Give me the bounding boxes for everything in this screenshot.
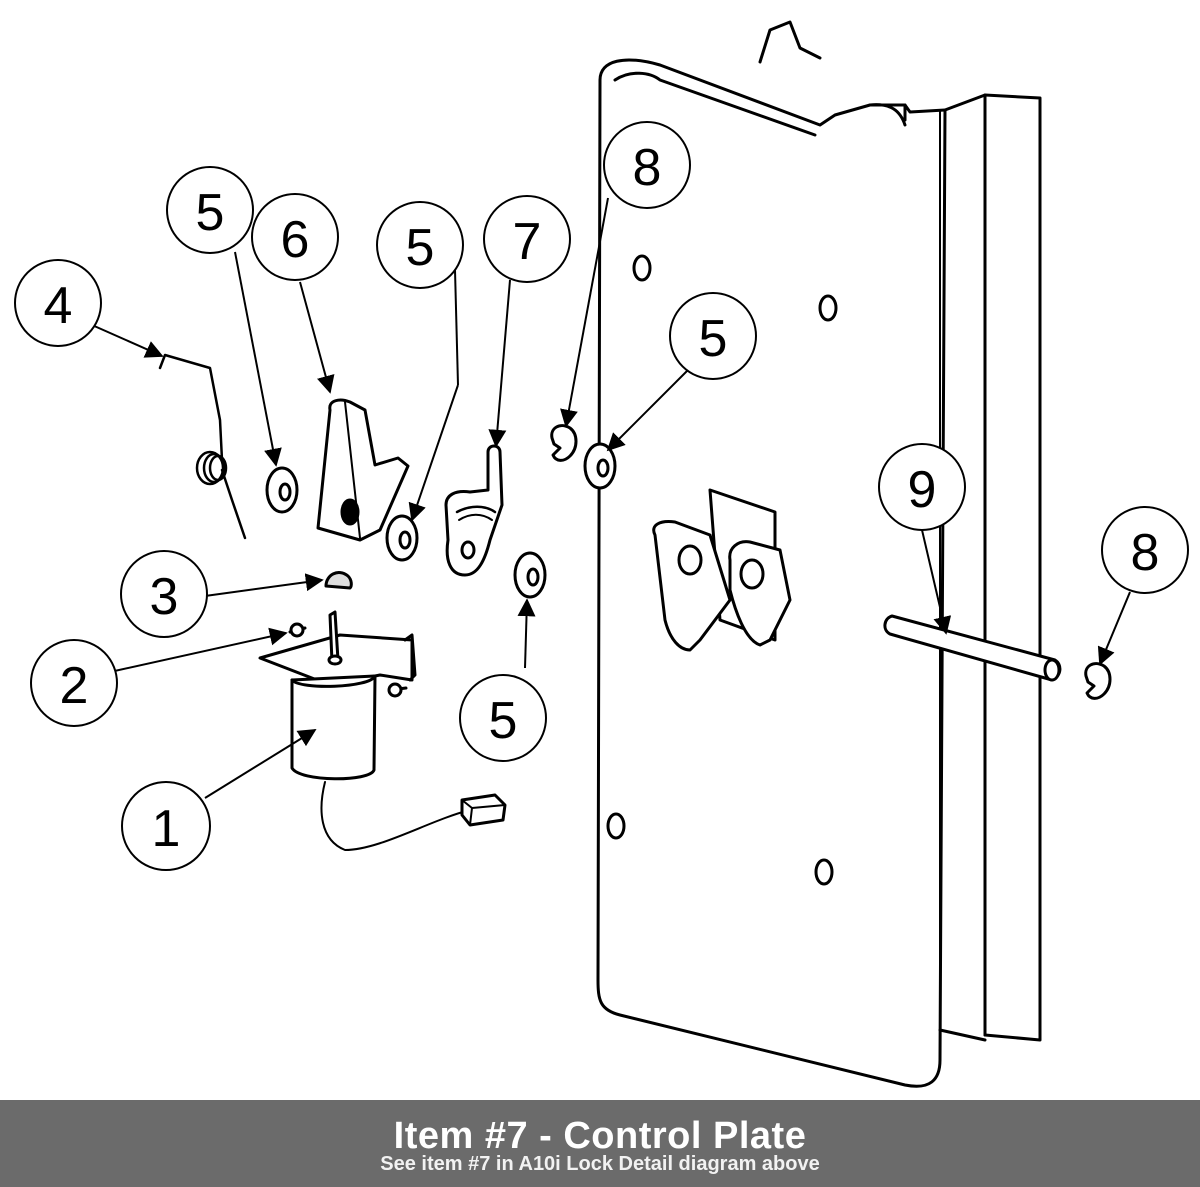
svg-text:5: 5 xyxy=(196,184,225,242)
svg-text:5: 5 xyxy=(699,310,728,368)
solenoid xyxy=(258,610,507,851)
svg-text:4: 4 xyxy=(44,277,73,335)
pin xyxy=(883,614,1062,682)
callout-5-lower: 5 xyxy=(459,674,547,762)
latch xyxy=(316,398,410,542)
svg-text:9: 9 xyxy=(908,461,937,519)
svg-text:8: 8 xyxy=(633,139,662,197)
retaining-clip-lower xyxy=(1084,662,1112,700)
torsion-spring xyxy=(158,353,247,540)
callouts: 1 2 3 4 5 6 5 xyxy=(14,121,1189,871)
callout-1: 1 xyxy=(121,781,211,871)
callout-2: 2 xyxy=(30,639,118,727)
washer-upper-left xyxy=(265,466,299,514)
callout-8-upper: 8 xyxy=(603,121,691,209)
callout-9: 9 xyxy=(878,443,966,531)
svg-text:5: 5 xyxy=(406,219,435,277)
svg-text:7: 7 xyxy=(513,213,542,271)
callout-5-middle: 5 xyxy=(376,201,464,289)
callout-3: 3 xyxy=(120,550,208,638)
caption-bar: Item #7 - Control Plate See item #7 in A… xyxy=(0,1100,1200,1187)
screw-left xyxy=(288,622,307,638)
callout-5-right: 5 xyxy=(669,292,757,380)
svg-text:8: 8 xyxy=(1131,524,1160,582)
caption-title: Item #7 - Control Plate xyxy=(393,1115,807,1157)
retaining-clip-upper xyxy=(550,424,578,462)
callout-7: 7 xyxy=(483,195,571,283)
svg-text:1: 1 xyxy=(152,800,181,858)
exploded-parts-diagram: 1 2 3 4 5 6 5 xyxy=(14,20,1189,1088)
svg-text:5: 5 xyxy=(489,692,518,750)
callout-8-lower: 8 xyxy=(1101,506,1189,594)
callout-4: 4 xyxy=(14,259,102,347)
detent-cap xyxy=(324,571,353,590)
washer-right xyxy=(583,442,617,490)
control-plate xyxy=(444,444,504,577)
washer-middle xyxy=(385,514,419,562)
screw-right xyxy=(387,682,408,698)
caption-subtitle: See item #7 in A10i Lock Detail diagram … xyxy=(380,1153,820,1175)
callout-5-upper-left: 5 xyxy=(166,166,254,254)
svg-text:6: 6 xyxy=(281,211,310,269)
leader-lines xyxy=(91,197,1131,799)
svg-text:2: 2 xyxy=(60,657,89,715)
svg-text:3: 3 xyxy=(150,568,179,626)
callout-6: 6 xyxy=(251,193,339,281)
washer-lower xyxy=(513,551,547,599)
